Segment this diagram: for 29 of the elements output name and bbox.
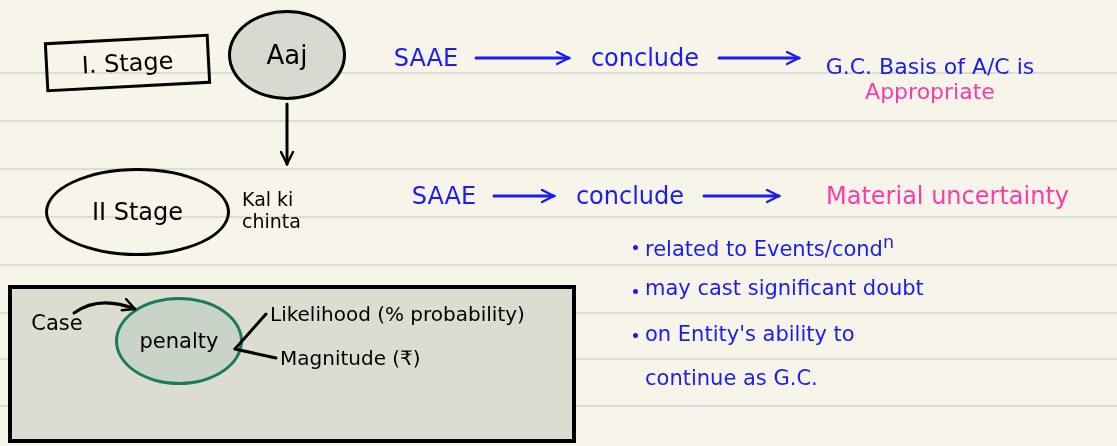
arrow [279, 102, 295, 166]
bullet-text: may cast significant doubt [645, 276, 924, 300]
flow-text: Material uncertainty [826, 182, 1069, 210]
conclusion-text: G.C. Basis of A/C is [825, 54, 1035, 79]
stage-ellipse [45, 168, 230, 256]
case-text: Case [31, 311, 83, 335]
node-label: Aaj [266, 40, 308, 70]
emphasis-text: Appropriate [865, 79, 995, 104]
flow-text: SAAE [411, 182, 477, 210]
stage-box [43, 33, 212, 93]
arrow [717, 50, 801, 66]
flow-text: conclude [590, 44, 700, 72]
arrow [72, 298, 137, 315]
branch-text: Likelihood (% probability) [270, 302, 525, 326]
bullet-text: on Entity's ability to continue as G.C. [645, 321, 856, 392]
connector-line [233, 347, 278, 360]
bullet-text: related to Events/cond$^{n}$ [645, 232, 894, 261]
branch-text: Magnitude (₹) [280, 346, 421, 370]
connector-line [233, 312, 268, 351]
side-note: Kal ki chinta [242, 188, 302, 232]
flow-text: conclude [575, 182, 685, 210]
node-label: II Stage [91, 198, 184, 226]
arrow [474, 50, 571, 66]
note-panel [8, 285, 576, 443]
arrow [492, 188, 556, 204]
node-label: I. Stage [81, 46, 174, 80]
node-label: penalty [139, 329, 219, 353]
arrow [702, 188, 781, 204]
flow-text: SAAE [393, 44, 459, 72]
